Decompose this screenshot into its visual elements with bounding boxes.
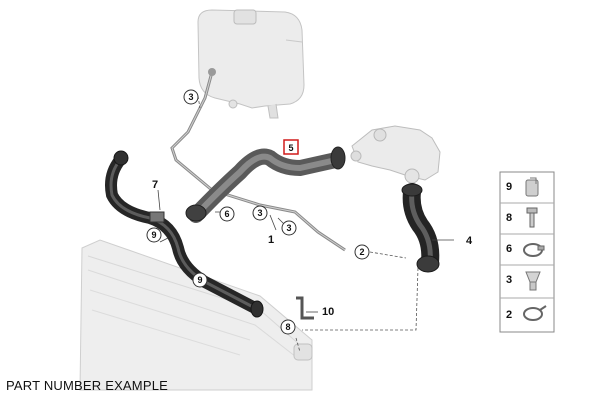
lower-hose-part-4 (401, 183, 440, 273)
svg-text:3: 3 (506, 274, 512, 286)
callout-3c: 3 (281, 220, 297, 236)
legend-row-2: 2 (506, 305, 547, 321)
bolt-icon (526, 207, 538, 228)
label-10: 10 (322, 306, 334, 318)
svg-text:6: 6 (224, 209, 229, 219)
label-4: 4 (466, 235, 473, 247)
svg-text:9: 9 (197, 275, 202, 285)
expansion-tank (197, 9, 305, 119)
svg-text:2: 2 (506, 309, 512, 321)
callout-9b: 9 (192, 272, 208, 288)
upper-hose-part-5 (185, 146, 346, 223)
svg-text:5: 5 (288, 143, 293, 153)
legend-row-8: 8 (506, 207, 538, 228)
svg-text:6: 6 (506, 243, 512, 255)
clip-bracket-icon (525, 177, 539, 197)
label-1: 1 (268, 234, 274, 246)
svg-text:8: 8 (506, 212, 512, 224)
callout-9a: 9 (146, 227, 162, 243)
bracket-part-10 (296, 296, 314, 320)
legend-row-9: 9 (506, 177, 539, 197)
parts-legend: 9 8 6 3 (499, 171, 555, 333)
svg-text:9: 9 (506, 181, 512, 193)
hose-part-7 (105, 150, 264, 318)
caption-text: PART NUMBER EXAMPLE (6, 378, 169, 393)
svg-text:2: 2 (359, 247, 364, 257)
callout-3b: 3 (252, 205, 268, 221)
clip-icon (525, 271, 541, 291)
svg-text:3: 3 (257, 208, 262, 218)
callout-3a: 3 (183, 89, 199, 105)
legend-row-3: 3 (506, 271, 541, 291)
thermostat-housing (350, 125, 441, 184)
svg-text:3: 3 (286, 223, 291, 233)
label-7: 7 (152, 179, 158, 191)
svg-text:9: 9 (151, 230, 156, 240)
callout-8: 8 (280, 319, 296, 335)
callout-6: 6 (219, 206, 235, 222)
legend-row-6: 6 (506, 243, 545, 257)
solid-leaders (157, 189, 454, 313)
svg-text:3: 3 (188, 92, 193, 102)
radiator (79, 239, 313, 391)
hose-clamp-icon (523, 243, 545, 257)
svg-text:8: 8 (285, 322, 290, 332)
bleed-line (170, 68, 346, 252)
spring-clamp-icon (523, 305, 547, 321)
callout-2: 2 (354, 244, 370, 260)
callout-5-highlighted: 5 (283, 139, 299, 155)
